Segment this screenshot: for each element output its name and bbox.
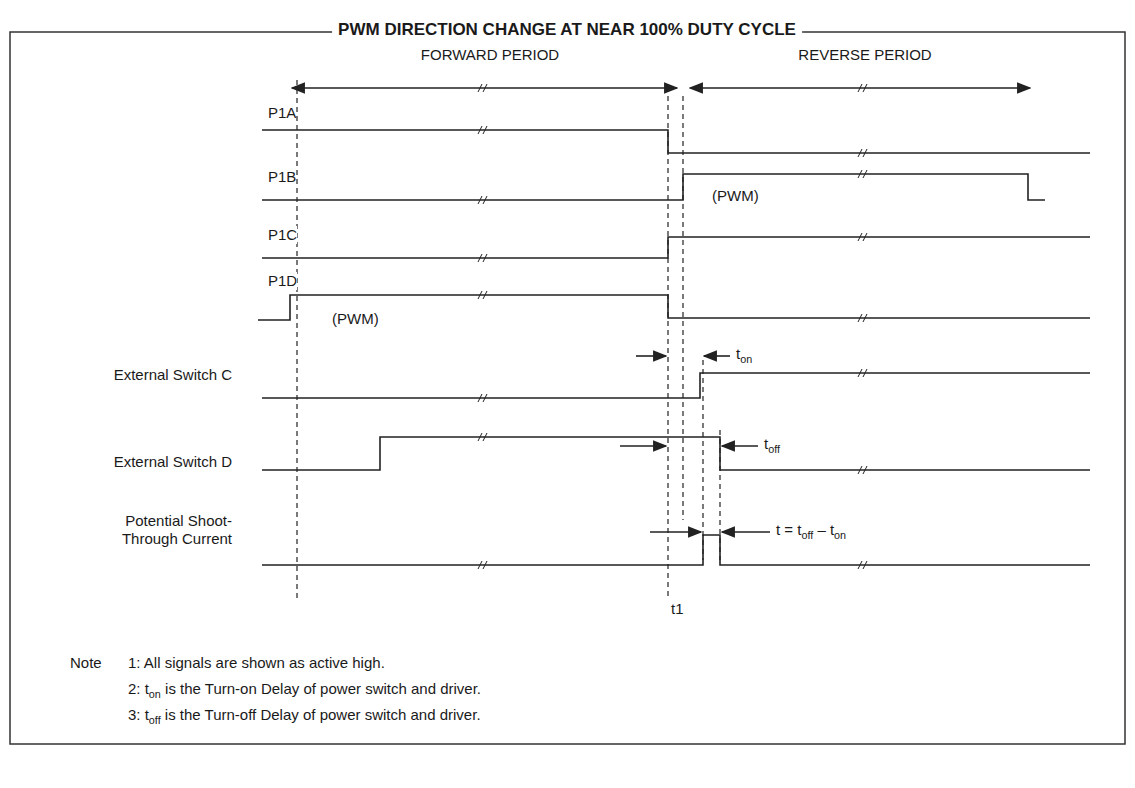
text-part: t1 [671,600,684,617]
period-label: REVERSE PERIOD [798,46,931,64]
text-part: P1D [268,272,297,289]
waveforms [258,88,1090,565]
period-label: FORWARD PERIOD [421,46,559,64]
text-part: t = t [776,521,801,538]
time-marker: t1 [671,600,684,618]
pwm-note: (PWM) [332,310,379,328]
diagram-title: PWM DIRECTION CHANGE AT NEAR 100% DUTY C… [332,20,802,40]
signal-name: External Switch D [114,453,232,471]
delay-formula: t = toff – ton [776,521,846,542]
text-part: External Switch C [114,366,232,383]
text-part: is the Turn-off Delay of power switch an… [161,706,481,723]
note-text: 3: toff is the Turn-off Delay of power s… [128,706,481,727]
note-text: 1: All signals are shown as active high. [128,654,385,672]
frame [10,32,1125,744]
text-part: Note [70,654,102,671]
text-part: (PWM) [332,310,379,327]
signal-name: P1C [268,226,297,244]
note-heading: Note [70,654,102,672]
text-part: is the Turn-on Delay of power switch and… [161,680,481,697]
text-part: 2: t [128,680,149,697]
text-part: P1B [268,168,296,185]
delay-label: toff [764,435,780,456]
signal-name: P1D [268,272,297,290]
text-part: on [834,529,846,541]
text-part: – t [813,521,834,538]
note-text: 2: ton is the Turn-on Delay of power swi… [128,680,481,701]
text-part: on [740,353,752,365]
text-part: on [149,688,161,700]
text-part: t [764,435,768,452]
text-part: P1C [268,226,297,243]
signal-name: P1B [268,168,296,186]
signal-name: Potential Shoot-Through Current [117,512,232,548]
break-marks [478,84,867,569]
text-part: FORWARD PERIOD [421,46,559,63]
text-part: off [149,714,161,726]
signal-name: External Switch C [114,366,232,384]
text-part: (PWM) [712,187,759,204]
text-part: REVERSE PERIOD [798,46,931,63]
time-markers [297,80,720,600]
pwm-note: (PWM) [712,187,759,205]
text-part: External Switch D [114,453,232,470]
text-part: t [736,345,740,362]
text-part: Potential Shoot-Through Current [122,512,232,547]
text-part: off [768,443,780,455]
signal-name: P1A [268,104,296,122]
text-part: off [801,529,813,541]
text-part: P1A [268,104,296,121]
text-part: 1: All signals are shown as active high. [128,654,385,671]
text-part: 3: t [128,706,149,723]
delay-label: ton [736,345,752,366]
